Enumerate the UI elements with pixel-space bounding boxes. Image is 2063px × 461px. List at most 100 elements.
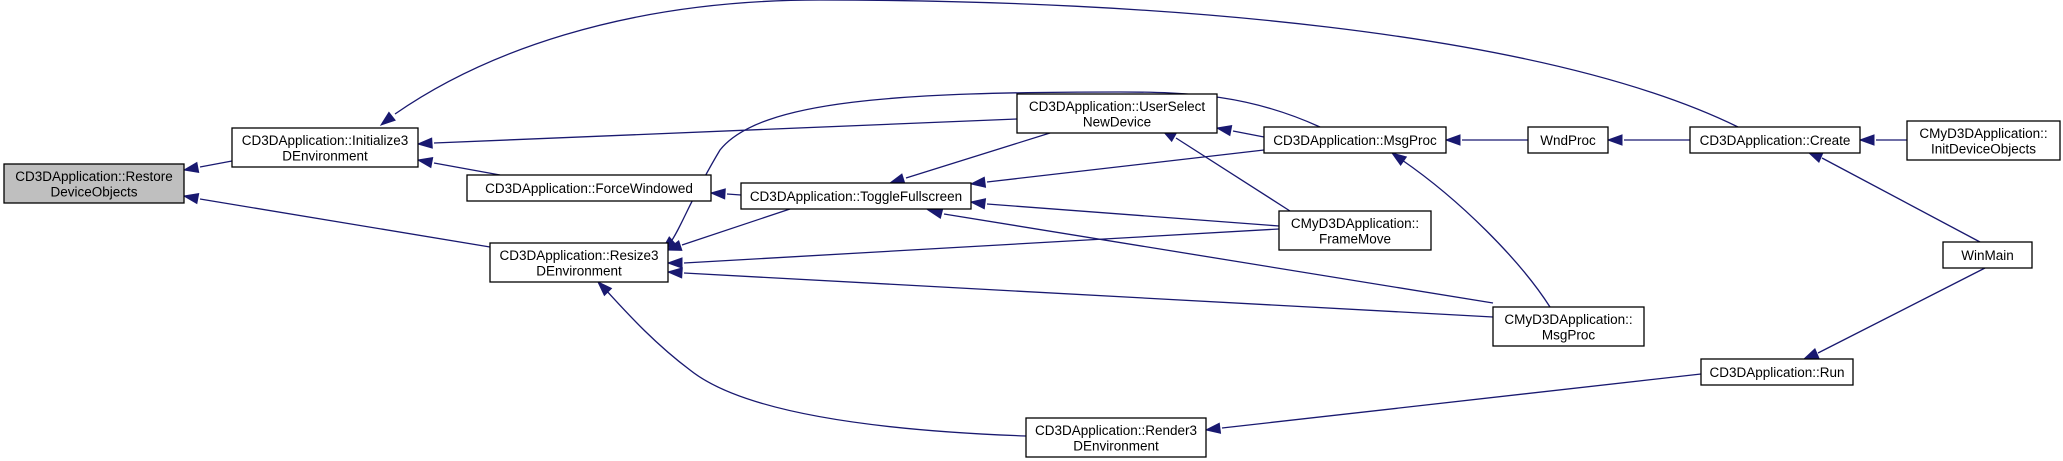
arrowhead-icon — [596, 280, 613, 297]
edge-toggle-to-forcewin — [709, 188, 742, 200]
edge-line — [683, 228, 1280, 264]
edge-mymsgproc-to-resize3d — [666, 267, 1494, 318]
node-label: InitDeviceObjects — [1931, 141, 2036, 156]
node-label: FrameMove — [1319, 231, 1391, 246]
node-box — [1700, 358, 1854, 386]
edge-line — [1817, 267, 1986, 354]
nodes-layer: CD3DApplication::RestoreDeviceObjectsCD3… — [3, 93, 2061, 458]
node-label: CD3DApplication::UserSelect — [1029, 99, 1206, 114]
edge-usersel-to-toggle — [888, 132, 1051, 185]
edge-line — [1232, 130, 1265, 138]
edge-line — [683, 272, 1494, 318]
node-box — [1025, 417, 1207, 458]
edge-msgproc-to-usersel — [1215, 125, 1265, 138]
node-label: CD3DApplication::Resize3 — [499, 248, 658, 263]
edge-line — [394, 0, 1739, 128]
node-box — [489, 242, 669, 283]
node-label: DEnvironment — [282, 148, 368, 163]
node-mymsgproc[interactable]: CMyD3DApplication::MsgProc — [1492, 306, 1645, 347]
node-box — [1906, 120, 2061, 161]
node-label: CD3DApplication::Initialize3 — [242, 133, 409, 148]
node-label: CD3DApplication::Restore — [15, 169, 173, 184]
node-initdev[interactable]: CMyD3DApplication::InitDeviceObjects — [1906, 120, 2061, 161]
edge-line — [1821, 157, 1981, 243]
node-label: DEnvironment — [1073, 438, 1159, 453]
node-box — [1942, 241, 2033, 269]
node-run[interactable]: CD3DApplication::Run — [1700, 358, 1854, 386]
node-label: CD3DApplication::Run — [1709, 365, 1844, 380]
node-box — [231, 127, 419, 168]
node-label: DEnvironment — [536, 263, 622, 278]
node-box — [1689, 126, 1861, 154]
arrowhead-icon — [1390, 152, 1408, 166]
node-label: NewDevice — [1083, 114, 1151, 129]
node-box — [466, 174, 712, 202]
node-box — [1016, 93, 1218, 134]
node-label: CMyD3DApplication:: — [1919, 126, 2047, 141]
edge-line — [943, 213, 1494, 304]
edge-msgproc-to-toggle — [969, 149, 1265, 188]
arrowhead-icon — [416, 157, 434, 169]
node-label: CMyD3DApplication:: — [1291, 216, 1419, 231]
edge-line — [986, 149, 1265, 183]
arrowhead-icon — [666, 257, 683, 269]
edge-line — [603, 287, 1027, 437]
edge-line — [1221, 373, 1702, 429]
node-box — [3, 163, 185, 204]
node-msgproc[interactable]: CD3DApplication::MsgProc — [1263, 126, 1447, 154]
edge-line — [199, 198, 491, 248]
node-label: CD3DApplication::MsgProc — [1273, 133, 1437, 148]
edge-msgproc-to-resize3d — [660, 91, 1321, 251]
node-forcewin[interactable]: CD3DApplication::ForceWindowed — [466, 174, 712, 202]
node-framemove[interactable]: CMyD3DApplication::FrameMove — [1278, 210, 1432, 251]
arrowhead-icon — [1204, 422, 1222, 434]
node-toggle[interactable]: CD3DApplication::ToggleFullscreen — [740, 182, 972, 210]
edge-init3d-to-restore — [182, 160, 233, 173]
edge-render3d-to-resize3d — [596, 280, 1027, 437]
edge-usersel-to-init3d — [416, 118, 1018, 149]
node-box — [1263, 126, 1447, 154]
edge-framemove-to-resize3d — [666, 228, 1280, 269]
node-create[interactable]: CD3DApplication::Create — [1689, 126, 1861, 154]
arrowhead-icon — [666, 267, 683, 279]
arrowhead-icon — [1858, 134, 1875, 146]
arrowhead-icon — [1802, 348, 1820, 360]
node-box — [740, 182, 972, 210]
arrowhead-icon — [182, 161, 200, 173]
edge-initdev-to-create — [1858, 134, 1907, 146]
edge-resize3d-to-restore — [182, 193, 491, 248]
node-label: MsgProc — [1542, 327, 1596, 342]
arrowhead-icon — [709, 188, 726, 200]
edge-run-to-render3d — [1204, 373, 1702, 434]
edge-create-to-init3d — [379, 0, 1739, 128]
edge-line — [986, 203, 1280, 227]
node-label: WinMain — [1961, 248, 2014, 263]
arrowhead-icon — [969, 176, 987, 188]
arrowhead-icon — [1606, 134, 1623, 146]
edge-framemove-to-toggle — [969, 198, 1280, 227]
node-wndproc[interactable]: WndProc — [1527, 126, 1609, 154]
edge-create-to-wndproc — [1606, 134, 1690, 146]
edge-forcewin-to-init3d — [416, 157, 501, 176]
arrowhead-icon — [888, 173, 906, 185]
edge-line — [681, 208, 791, 246]
node-label: CD3DApplication::Render3 — [1035, 423, 1197, 438]
arrowhead-icon — [1215, 125, 1233, 137]
node-label: CD3DApplication::ToggleFullscreen — [750, 189, 962, 204]
node-winmain[interactable]: WinMain — [1942, 241, 2033, 269]
arrowhead-icon — [379, 111, 396, 126]
node-box — [1492, 306, 1645, 347]
edge-winmain-to-create — [1806, 151, 1981, 243]
edge-mymsgproc-to-msgproc — [1390, 152, 1551, 308]
edge-winmain-to-run — [1802, 267, 1986, 360]
node-box — [1527, 126, 1609, 154]
node-label: CD3DApplication::ForceWindowed — [485, 181, 693, 196]
edge-line — [433, 118, 1018, 144]
edge-line — [1401, 159, 1551, 308]
